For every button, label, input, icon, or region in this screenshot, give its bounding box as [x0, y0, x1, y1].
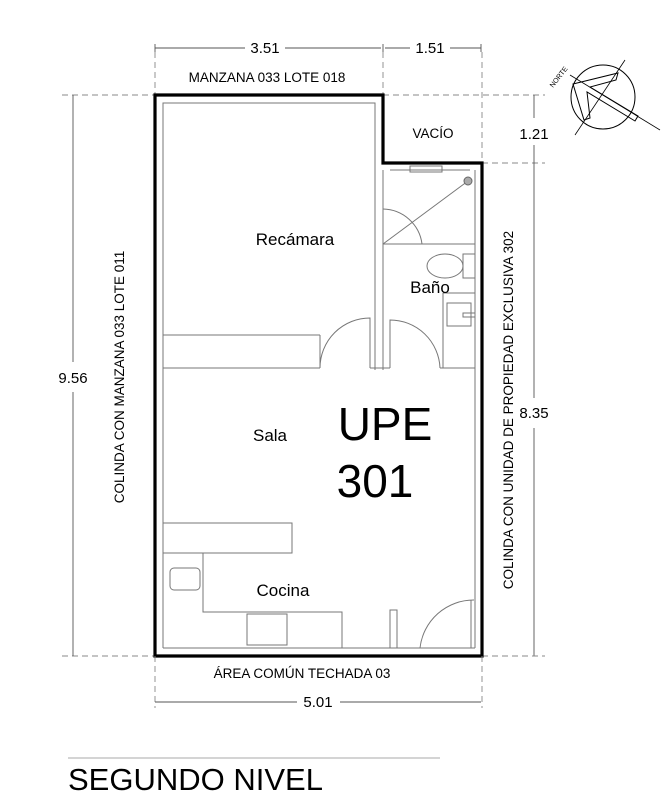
unit-label-line1: UPE [338, 398, 433, 450]
compass-label: NORTE [549, 65, 570, 89]
dim-top-right: 1.51 [415, 40, 444, 57]
interior-lines [162, 102, 476, 649]
top-dimension: 3.51 1.51 [154, 40, 482, 57]
dim-bottom-width: 5.01 [303, 694, 332, 711]
west-boundary-label: COLINDA CON MANZANA 033 LOTE 011 [112, 251, 127, 504]
room-label-living: Sala [253, 426, 288, 445]
unit-outline [153, 93, 484, 658]
void-label: VACÍO [412, 126, 453, 141]
east-boundary-label: COLINDA CON UNIDAD DE PROPIEDAD EXCLUSIV… [501, 231, 516, 589]
dim-total-height: 9.56 [58, 370, 87, 387]
unit-label-line2: 301 [337, 455, 414, 507]
north-boundary-label: MANZANA 033 LOTE 018 [189, 70, 346, 85]
room-label-bedroom: Recámara [256, 230, 335, 249]
north-arrow-icon: NORTE [549, 59, 661, 136]
room-label-kitchen: Cocina [257, 581, 310, 600]
dim-top-left: 3.51 [250, 40, 279, 57]
dim-right-height: 8.35 [519, 405, 548, 422]
room-label-bathroom: Baño [410, 278, 450, 297]
level-title: SEGUNDO NIVEL [68, 762, 323, 797]
south-boundary-label: ÁREA COMÚN TECHADA 03 [214, 666, 391, 681]
dim-void-height: 1.21 [519, 126, 548, 143]
